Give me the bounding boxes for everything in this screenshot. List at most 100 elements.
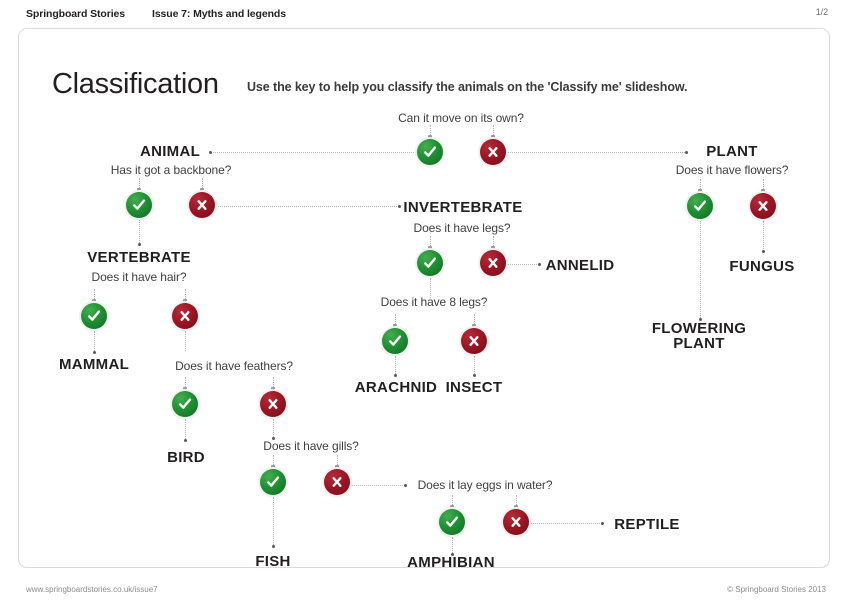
badge-tab [271, 387, 275, 393]
connector [493, 236, 494, 250]
connector [474, 314, 475, 328]
category-vertebrate: VERTEBRATE [87, 249, 191, 266]
badge-tab [183, 299, 187, 305]
check-icon [126, 192, 152, 218]
connector-dot [209, 150, 212, 154]
question-has-legs: Does it have legs? [413, 221, 511, 235]
answer-yes-has-gills[interactable] [260, 465, 286, 495]
connector [763, 179, 764, 193]
connector-dot [92, 351, 96, 354]
connector-dot [685, 150, 688, 154]
badge-tab [393, 324, 397, 330]
badge-tab [335, 465, 339, 471]
category-bird: BIRD [167, 449, 205, 466]
answer-no-has-feathers[interactable] [260, 387, 286, 417]
connector [507, 264, 539, 265]
footer-url[interactable]: www.springboardstories.co.uk/issue7 [26, 585, 158, 594]
badge-tab [491, 135, 495, 141]
connector [139, 178, 140, 192]
connector-dot [137, 243, 141, 246]
check-icon [417, 139, 443, 165]
badge-tab [698, 189, 702, 195]
answer-no-has-backbone[interactable] [189, 188, 215, 218]
cross-icon [189, 192, 215, 218]
category-flowering-plant: FLOWERING PLANT [652, 321, 746, 351]
badge-tab [183, 387, 187, 393]
badge-tab [472, 324, 476, 330]
question-has-backbone: Has it got a backbone? [110, 163, 232, 177]
badge-tab [428, 246, 432, 252]
cross-icon [461, 328, 487, 354]
badge-tab [450, 505, 454, 511]
question-can-it-move: Can it move on its own? [398, 111, 524, 125]
answer-yes-has-hair[interactable] [81, 299, 107, 329]
answer-no-has-8-legs[interactable] [461, 324, 487, 354]
answer-no-has-flowers[interactable] [750, 189, 776, 219]
connector [430, 236, 431, 250]
category-insect: INSECT [445, 379, 503, 396]
category-flowering-plant-line1: FLOWERING [651, 320, 747, 337]
header-brand: Springboard Stories [26, 8, 126, 20]
connector [273, 455, 274, 469]
connector [493, 125, 494, 139]
connector [395, 314, 396, 328]
check-icon [260, 469, 286, 495]
answer-yes-can-it-move[interactable] [417, 135, 443, 165]
answer-yes-lays-eggs-in-water[interactable] [439, 505, 465, 535]
connector-dot [450, 553, 454, 556]
answer-no-lays-eggs-in-water[interactable] [503, 505, 529, 535]
connector-dot [398, 204, 401, 208]
connector [700, 221, 701, 320]
connector-dot [601, 521, 604, 525]
check-icon [81, 303, 107, 329]
answer-yes-has-legs[interactable] [417, 246, 443, 276]
connector [430, 278, 431, 298]
header-issue: Issue 7: Myths and legends [152, 8, 286, 20]
connector-dot [393, 374, 397, 377]
answer-no-has-gills[interactable] [324, 465, 350, 495]
connector [185, 419, 186, 441]
cross-icon [260, 391, 286, 417]
connector [185, 377, 186, 391]
badge-tab [514, 505, 518, 511]
check-icon [382, 328, 408, 354]
badge-tab [92, 299, 96, 305]
answer-yes-has-flowers[interactable] [687, 189, 713, 219]
connector [474, 356, 475, 376]
connector [216, 206, 399, 207]
answer-yes-has-8-legs[interactable] [382, 324, 408, 354]
worksheet-card: Classification Use the key to help you c… [18, 28, 830, 571]
answer-yes-has-feathers[interactable] [172, 387, 198, 417]
connector [516, 495, 517, 509]
category-arachnid: ARACHNID [354, 379, 438, 396]
connector [395, 356, 396, 376]
cross-icon [480, 139, 506, 165]
check-icon [172, 391, 198, 417]
answer-no-has-legs[interactable] [480, 246, 506, 276]
badge-tab [491, 246, 495, 252]
connector [700, 179, 701, 193]
connector [452, 537, 453, 555]
connector [763, 221, 764, 251]
answer-no-has-hair[interactable] [172, 299, 198, 329]
question-has-hair: Does it have hair? [91, 270, 187, 284]
connector [337, 455, 338, 469]
category-mammal: MAMMAL [58, 356, 130, 373]
connector [507, 152, 687, 153]
category-fish: FISH [255, 553, 291, 570]
connector [185, 331, 186, 351]
page-title: Classification [52, 68, 219, 100]
badge-tab [428, 135, 432, 141]
connector [530, 523, 602, 524]
answer-no-can-it-move[interactable] [480, 135, 506, 165]
category-plant: PLANT [706, 143, 758, 160]
category-flowering-plant-line2: PLANT [673, 335, 725, 352]
question-has-gills: Does it have gills? [263, 439, 359, 453]
connector [185, 289, 186, 303]
connector [94, 331, 95, 353]
page-instruction: Use the key to help you classify the ani… [247, 80, 688, 94]
connector-dot [271, 545, 275, 548]
answer-yes-has-backbone[interactable] [126, 188, 152, 218]
question-has-8-legs: Does it have 8 legs? [380, 295, 488, 309]
